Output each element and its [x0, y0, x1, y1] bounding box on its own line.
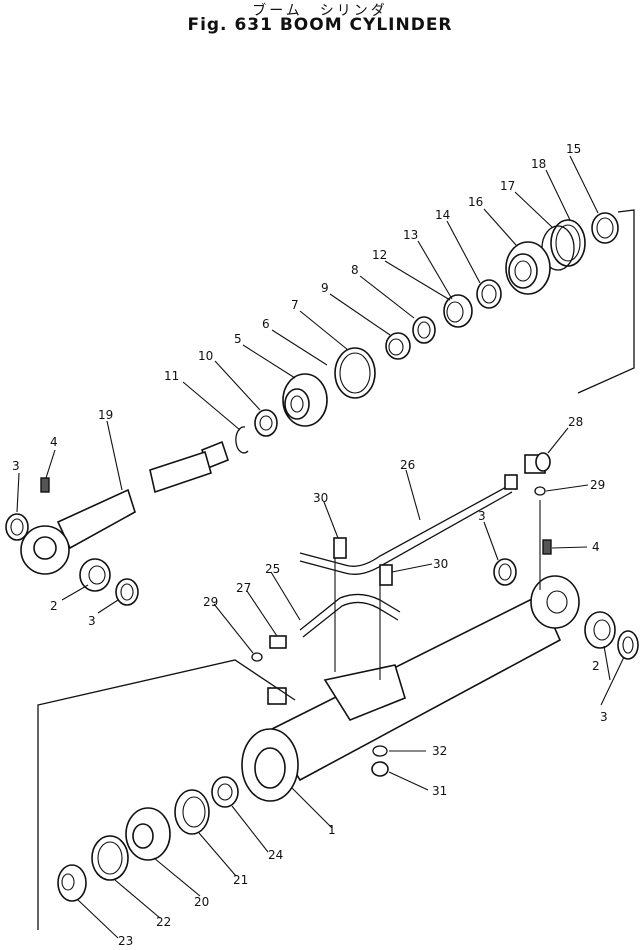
label-19: 19	[98, 408, 113, 422]
part-28-elbow	[524, 452, 551, 474]
pipe-bracket	[323, 664, 406, 721]
leader-lines	[16, 155, 625, 939]
label-12: 12	[372, 248, 387, 262]
label-26: 26	[400, 458, 415, 472]
label-29-right: 29	[590, 478, 605, 492]
part-8-seal	[412, 316, 436, 344]
part-3-bushing-a	[5, 513, 29, 541]
label-10: 10	[198, 349, 213, 363]
part-14-ring	[476, 279, 502, 309]
label-13: 13	[403, 228, 418, 242]
part-19-piston-rod	[20, 440, 229, 575]
label-31: 31	[432, 784, 447, 798]
label-8: 8	[351, 263, 359, 277]
label-3-d: 3	[600, 710, 608, 724]
part-5-piston	[282, 373, 328, 427]
label-3-a: 3	[12, 459, 20, 473]
label-21: 21	[233, 873, 248, 887]
part-22-ring	[91, 835, 129, 881]
part-4-grease-fitting-right	[542, 539, 552, 555]
part-20-piston	[125, 807, 171, 861]
part-labels: 15 18 17 16 14 13 12 8 9 7 6 5 10 11 19 …	[12, 142, 608, 948]
label-24: 24	[268, 848, 283, 862]
label-6: 6	[262, 317, 270, 331]
label-4-right: 4	[592, 540, 600, 554]
part-2-bushing-left	[79, 558, 111, 592]
label-30-a: 30	[313, 491, 328, 505]
label-16: 16	[468, 195, 483, 209]
part-3-bushing-c	[493, 558, 517, 586]
part-32-washer	[372, 745, 388, 757]
part-26-pipe	[299, 474, 518, 575]
label-20: 20	[194, 895, 209, 909]
label-18: 18	[531, 157, 546, 171]
label-22: 22	[156, 915, 171, 929]
part-16-gland	[505, 241, 551, 295]
part-11-snap-ring	[235, 426, 249, 454]
label-30-b: 30	[433, 557, 448, 571]
label-3-c: 3	[478, 509, 486, 523]
label-9: 9	[321, 281, 329, 295]
part-29-o-ring-left	[251, 652, 263, 662]
label-27: 27	[236, 581, 251, 595]
part-30-clamp-a	[333, 537, 347, 559]
label-32: 32	[432, 744, 447, 758]
label-23: 23	[118, 934, 133, 948]
part-23-bushing	[57, 864, 87, 902]
part-30-clamp-b	[379, 564, 393, 586]
label-29-left: 29	[203, 595, 218, 609]
part-29-o-ring-right	[534, 486, 546, 496]
part-27-fitting	[269, 635, 287, 649]
title-japanese: ブーム シリンダ	[252, 3, 388, 19]
label-3-b: 3	[88, 614, 96, 628]
part-3-bushing-d	[617, 630, 639, 660]
label-5: 5	[234, 332, 242, 346]
part-31-nut	[371, 761, 389, 777]
label-2-right: 2	[592, 659, 600, 673]
part-1-cylinder-tube	[241, 575, 580, 802]
right-bracket-line	[577, 209, 635, 394]
part-24-nut	[211, 776, 239, 808]
part-18-ring	[550, 219, 586, 267]
part-15-bushing	[591, 212, 619, 244]
label-14: 14	[435, 208, 450, 222]
label-15: 15	[566, 142, 581, 156]
part-13-bushing	[443, 294, 473, 328]
part-7-ring	[334, 347, 376, 399]
part-9-ring	[385, 332, 411, 360]
part-21-bushing	[174, 789, 210, 835]
label-2-left: 2	[50, 599, 58, 613]
figure-title: Fig. 631 BOOM CYLINDER	[187, 15, 453, 35]
part-4-grease-fitting-left	[40, 477, 50, 493]
label-17: 17	[500, 179, 515, 193]
label-25: 25	[265, 562, 280, 576]
part-2-bushing-right	[584, 611, 616, 649]
label-7: 7	[291, 298, 299, 312]
left-bracket-line	[37, 659, 296, 930]
label-1: 1	[328, 823, 336, 837]
label-4-left: 4	[50, 435, 58, 449]
part-25-pipe	[299, 593, 401, 638]
part-10-nut	[254, 409, 278, 437]
part-3-bushing-b	[115, 578, 139, 606]
label-28: 28	[568, 415, 583, 429]
label-11: 11	[164, 369, 179, 383]
